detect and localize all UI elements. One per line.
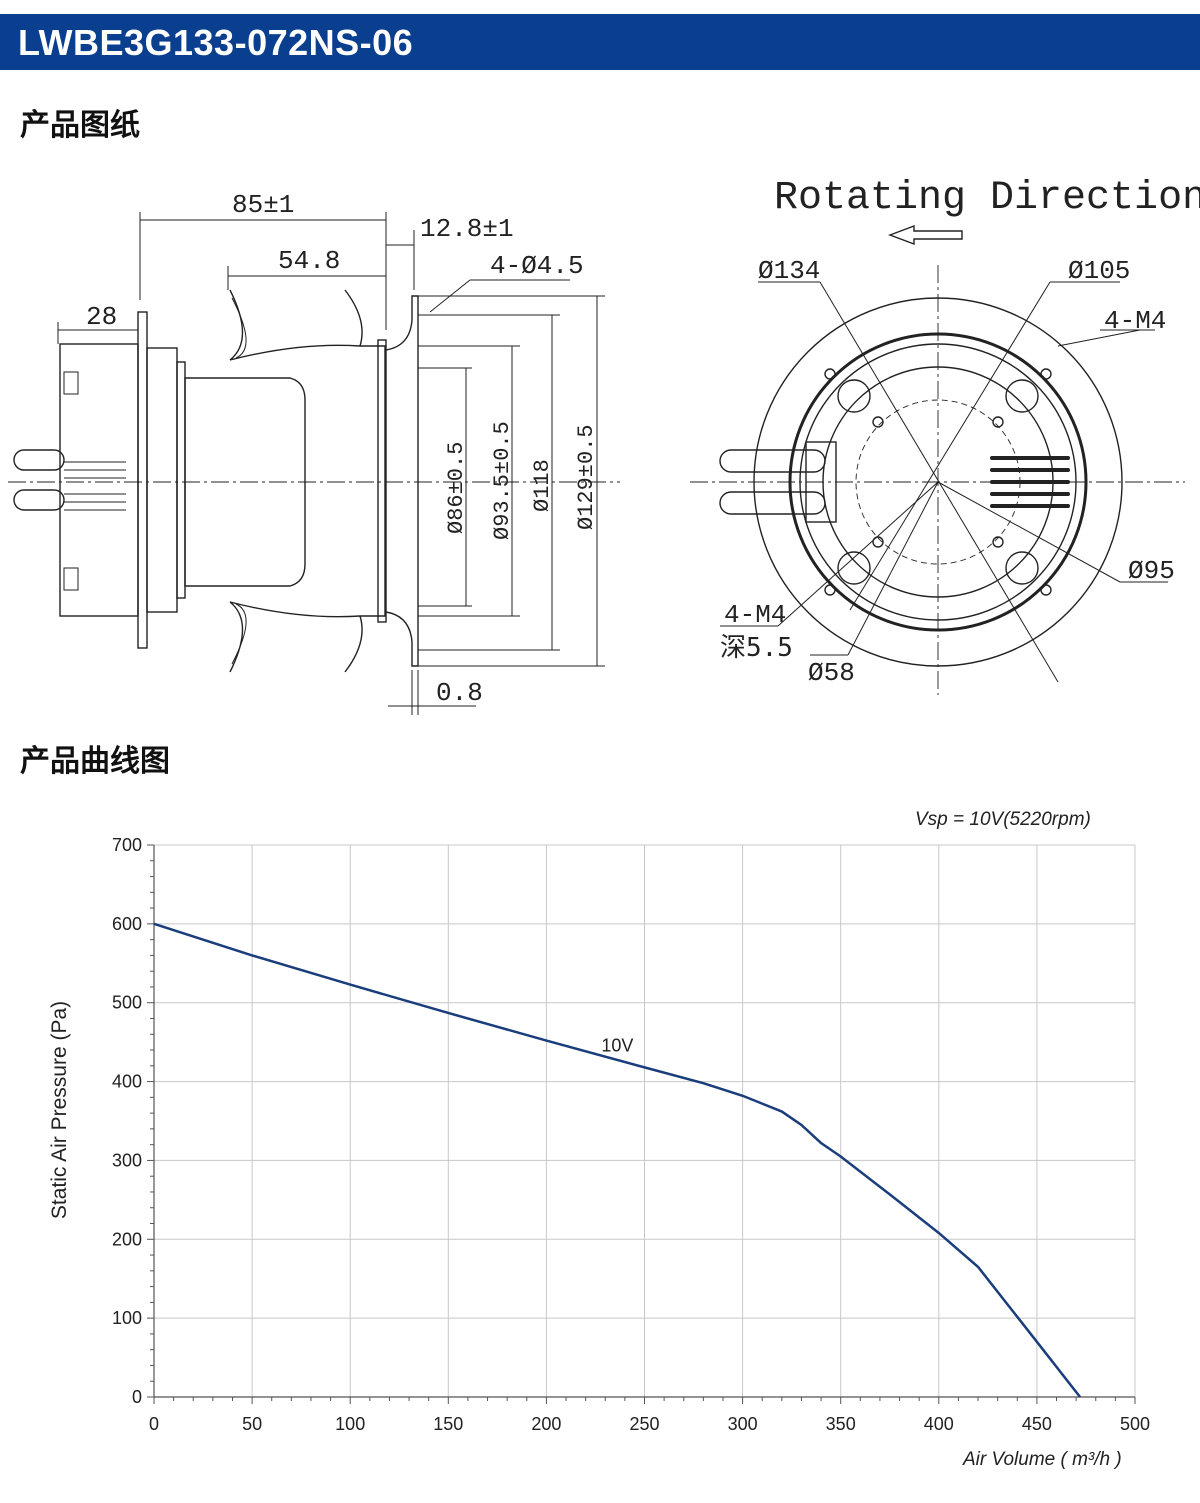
y-tick-label: 200 xyxy=(112,1229,142,1249)
dim-d134: Ø134 xyxy=(758,256,820,286)
x-tick-label: 250 xyxy=(629,1414,659,1434)
y-tick-label: 400 xyxy=(112,1072,142,1092)
y-tick-label: 500 xyxy=(112,993,142,1013)
dim-d93: Ø93.5±0.5 xyxy=(490,421,515,540)
y-tick-label: 600 xyxy=(112,914,142,934)
y-tick-label: 300 xyxy=(112,1150,142,1170)
dim-d95: Ø95 xyxy=(1128,556,1175,586)
series-10v-line xyxy=(153,922,1082,1398)
x-tick-label: 500 xyxy=(1120,1414,1150,1434)
dim-length-total: 85±1 xyxy=(232,190,294,220)
dim-d86: Ø86±0.5 xyxy=(444,442,469,534)
curve-section-title: 产品曲线图 xyxy=(20,744,170,779)
y-tick-labels: 0 100 200 300 400 500 600 700 xyxy=(112,835,142,1407)
dim-depth: 深5.5 xyxy=(720,633,793,663)
dim-thickness: 0.8 xyxy=(436,678,483,708)
y-tick-label: 100 xyxy=(112,1308,142,1328)
dim-d118: Ø118 xyxy=(530,459,555,512)
y-tick-label: 0 xyxy=(132,1387,142,1407)
x-tick-label: 300 xyxy=(728,1414,758,1434)
y-axis-label: Static Air Pressure (Pa) xyxy=(48,1001,71,1219)
x-tick-label: 400 xyxy=(924,1414,954,1434)
chart-minor-ticks xyxy=(147,844,1136,1404)
model-header: LWBE3G133-072NS-06 xyxy=(0,14,1200,70)
x-tick-label: 150 xyxy=(433,1414,463,1434)
x-tick-label: 0 xyxy=(149,1414,159,1434)
product-drawing: 85±1 12.8±1 54.8 4-Ø4.5 28 Ø86±0.5 Ø93.5… xyxy=(8,176,1200,715)
x-tick-label: 450 xyxy=(1022,1414,1052,1434)
x-tick-label: 200 xyxy=(531,1414,561,1434)
dim-d105: Ø105 xyxy=(1068,256,1130,286)
dim-connector: 28 xyxy=(86,302,117,332)
x-tick-label: 100 xyxy=(335,1414,365,1434)
rotating-direction-label: Rotating Direction xyxy=(774,176,1200,221)
series-10v-label: 10V xyxy=(601,1036,633,1056)
dim-m4-bottom: 4-M4 xyxy=(724,600,786,630)
x-axis-label: Air Volume ( m³/h ) xyxy=(962,1449,1122,1470)
y-tick-label: 700 xyxy=(112,835,142,855)
model-title: LWBE3G133-072NS-06 xyxy=(18,22,414,63)
dim-flange-offset: 12.8±1 xyxy=(420,214,514,244)
dim-d129: Ø129±0.5 xyxy=(574,424,599,530)
dim-holes: 4-Ø4.5 xyxy=(490,251,584,281)
dim-d58: Ø58 xyxy=(808,658,855,688)
dim-m4-top: 4-M4 xyxy=(1104,306,1166,336)
x-tick-label: 350 xyxy=(826,1414,856,1434)
pressure-volume-chart: 0 50 100 150 200 250 300 350 400 450 500 0 100 200 30… xyxy=(48,809,1150,1470)
x-tick-labels: 0 50 100 150 200 250 300 350 400 450 500 xyxy=(149,1414,1150,1434)
x-tick-label: 50 xyxy=(242,1414,262,1434)
dim-impeller-length: 54.8 xyxy=(278,246,340,276)
chart-grid xyxy=(153,844,1136,1398)
drawing-section-title: 产品图纸 xyxy=(20,108,140,143)
chart-annotation-top: Vsp = 10V(5220rpm) xyxy=(915,809,1091,830)
